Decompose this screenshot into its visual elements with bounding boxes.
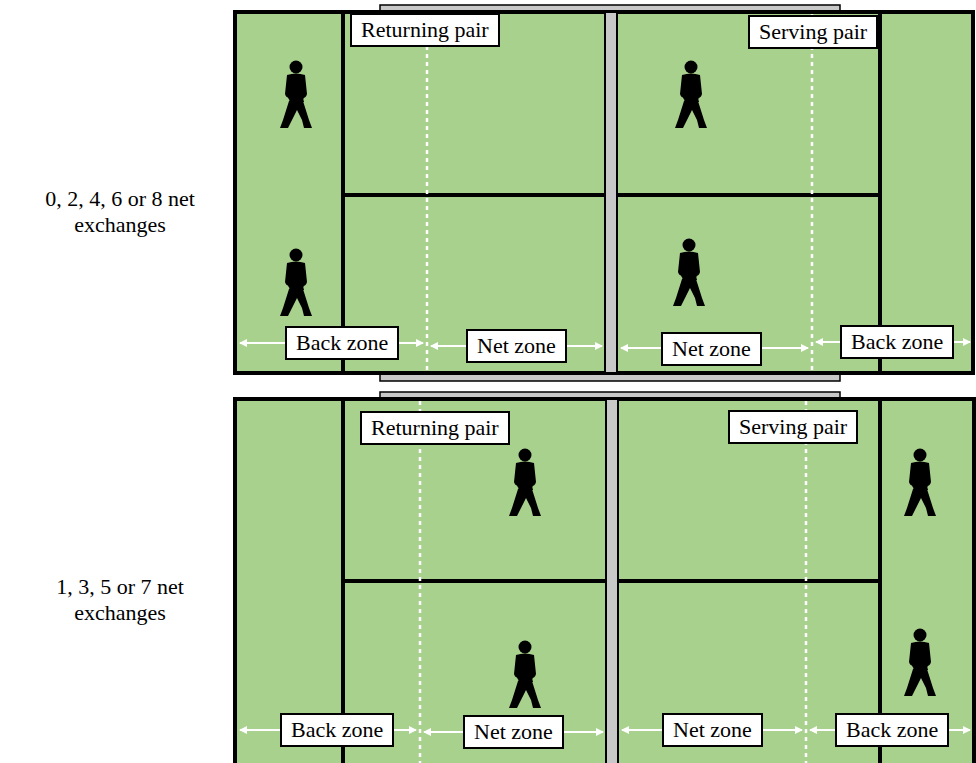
label-text: Serving pair (759, 18, 867, 46)
pair-label: Returning pair (350, 13, 500, 47)
zone-label: Back zone (840, 325, 954, 359)
player (509, 641, 541, 709)
label-text: Back zone (291, 716, 383, 744)
zone-label: Back zone (285, 326, 399, 360)
zone-label: Back zone (835, 713, 949, 747)
label-text: Back zone (296, 329, 388, 357)
label-text: Returning pair (361, 16, 489, 44)
player (509, 449, 541, 517)
label-text: Returning pair (371, 414, 499, 442)
zone-label: Net zone (466, 329, 567, 363)
pair-label: Serving pair (748, 15, 878, 49)
label-text: Net zone (474, 718, 553, 746)
pair-label: Returning pair (360, 411, 510, 445)
label-text: Net zone (672, 335, 751, 363)
row-label: 1, 3, 5 or 7 net exchanges (25, 574, 215, 627)
label-text: Back zone (851, 328, 943, 356)
pair-label: Serving pair (728, 410, 858, 444)
label-text: Back zone (846, 716, 938, 744)
player (675, 61, 707, 129)
zone-label: Net zone (661, 332, 762, 366)
label-text: Net zone (477, 332, 556, 360)
zone-label: Back zone (280, 713, 394, 747)
row-label: 0, 2, 4, 6 or 8 net exchanges (25, 186, 215, 239)
player (904, 449, 936, 517)
label-text: Net zone (673, 716, 752, 744)
zone-label: Net zone (463, 715, 564, 749)
label-text: Serving pair (739, 413, 847, 441)
player (280, 249, 312, 317)
player (904, 629, 936, 697)
player (673, 239, 705, 307)
player (280, 61, 312, 129)
zone-label: Net zone (662, 713, 763, 747)
